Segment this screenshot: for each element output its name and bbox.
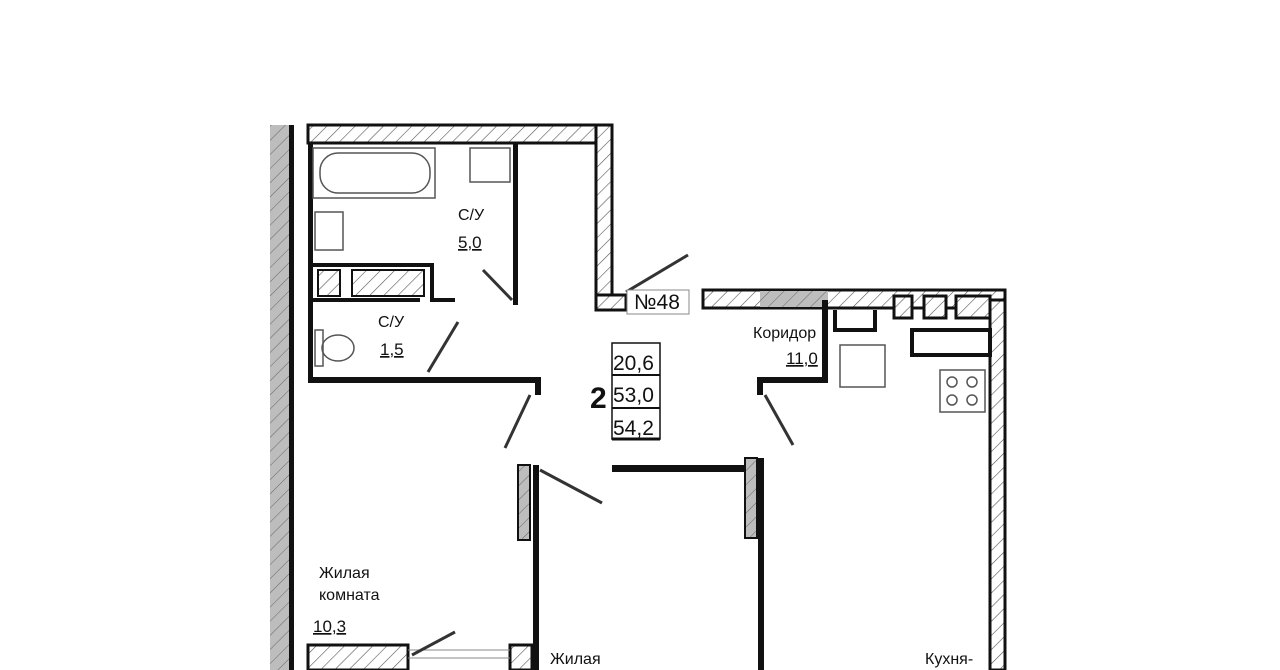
room-area-bedroom-1: 10,3 [313, 617, 346, 636]
room-name-wc: С/У [378, 314, 405, 331]
partition-wc [313, 263, 455, 302]
apartment-number: №48 [634, 291, 680, 314]
total-area: 53,0 [613, 384, 654, 407]
balcony-wall [306, 630, 534, 670]
doors [426, 253, 795, 505]
room-name-bedroom-2: Жилая [550, 651, 601, 668]
wall-bedroom-divider [517, 464, 531, 541]
kitchen-shafts [833, 310, 992, 357]
room-area-bathroom: 5,0 [458, 233, 482, 252]
partition-bathroom [513, 143, 518, 305]
sink-icon [314, 211, 344, 251]
bathtub-icon [312, 147, 436, 199]
room-area-wc: 1,5 [380, 340, 404, 359]
toilet-icon [314, 329, 355, 367]
wall-bedroom2-top [612, 465, 762, 472]
wall-right [988, 298, 1007, 670]
room-name-corridor: Коридор [753, 325, 816, 342]
kitchen-sink-icon [839, 344, 886, 388]
room-name-bedroom-1-line2: комната [319, 587, 380, 604]
rooms-count: 2 [590, 382, 607, 415]
exterior-wall-left [270, 125, 294, 670]
room-name-bathroom: С/У [458, 207, 485, 224]
room-name-kitchen: Кухня- [925, 651, 973, 668]
wall-corridor-kitchen [757, 300, 828, 395]
apartment-number-box [626, 289, 690, 315]
stove-icon [939, 369, 986, 413]
wall-top-right [701, 288, 1007, 320]
washing-machine-icon [469, 147, 511, 183]
wall-top-bathroom [306, 123, 628, 312]
total-area-balcony: 54,2 [613, 417, 654, 440]
living-area: 20,6 [613, 352, 654, 375]
area-summary: 2 20,6 53,0 54,2 [590, 342, 661, 441]
wall-bedroom-top [313, 377, 541, 395]
room-name-bedroom-1: Жилая [319, 565, 370, 582]
wall-left-inner [308, 143, 313, 383]
room-area-corridor: 11,0 [786, 349, 818, 368]
